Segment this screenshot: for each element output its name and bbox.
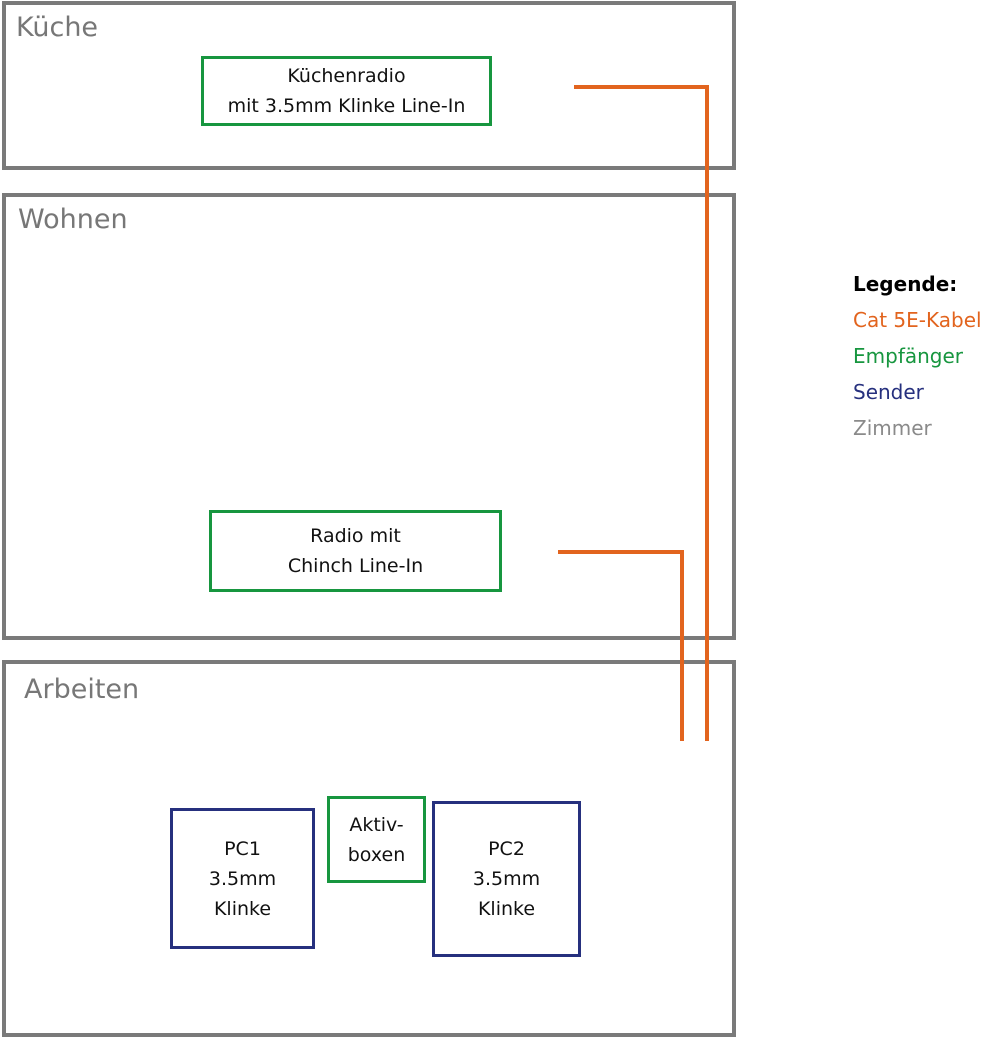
cable-kueche: [574, 85, 709, 741]
legend-item-sender: Sender: [853, 380, 924, 404]
device-pc2-line-2: 3.5mm: [472, 868, 541, 890]
legend-item-room: Zimmer: [853, 416, 932, 440]
device-kuechenradio-line-2: mit 3.5mm Klinke Line-In: [227, 95, 466, 117]
device-pc1-line-1: PC1: [224, 837, 261, 860]
device-pc2: PC2 3.5mm Klinke: [432, 801, 581, 957]
device-pc2-line-1: PC2: [488, 838, 525, 860]
device-pc1: PC1 3.5mm Klinke: [170, 808, 315, 949]
legend-title: Legende:: [853, 272, 958, 296]
device-radio-line-1: Radio mit: [310, 525, 401, 547]
device-kuechenradio: Küchenradio mit 3.5mm Klinke Line-In: [201, 56, 492, 126]
device-pc2-line-3: Klinke: [477, 898, 536, 920]
device-aktivboxen: Aktiv- boxen: [327, 796, 426, 883]
cable-wohnen: [558, 550, 684, 741]
device-pc1-line-3: Klinke: [213, 897, 272, 920]
legend: Legende: Cat 5E-Kabel Empfänger Sender Z…: [853, 272, 982, 453]
room-arbeiten: [2, 660, 736, 1037]
legend-item-receiver: Empfänger: [853, 344, 964, 368]
device-radio: Radio mit Chinch Line-In: [209, 510, 502, 592]
device-pc1-line-2: 3.5mm: [208, 867, 277, 890]
room-kueche: [2, 1, 736, 170]
room-label-kueche: Küche: [16, 12, 99, 43]
device-aktivboxen-line-1: Aktiv-: [349, 813, 404, 836]
room-label-wohnen: Wohnen: [18, 204, 128, 235]
device-kuechenradio-line-1: Küchenradio: [287, 65, 406, 87]
device-aktivboxen-line-2: boxen: [347, 843, 406, 866]
room-wohnen: [2, 193, 736, 640]
legend-item-cable: Cat 5E-Kabel: [853, 308, 982, 332]
room-label-arbeiten: Arbeiten: [24, 674, 140, 705]
device-radio-line-2: Chinch Line-In: [287, 555, 424, 577]
